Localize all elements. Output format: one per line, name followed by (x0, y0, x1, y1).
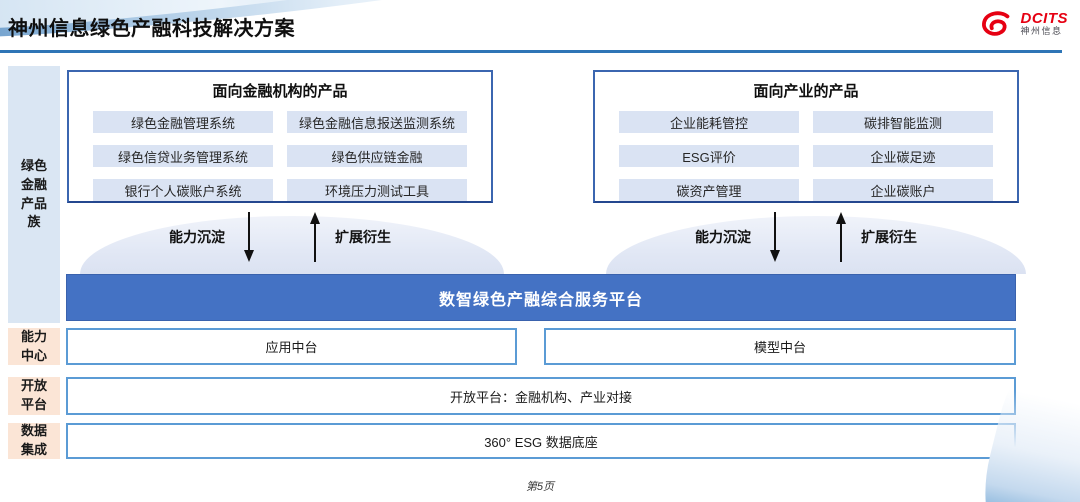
rail-label-text: 数据集成 (21, 423, 48, 457)
finance-products-grid: 绿色金融管理系统 绿色金融信息报送监测系统 绿色信贷业务管理系统 绿色供应链金融… (69, 101, 491, 201)
dcits-logo: DCITS 神州信息 (978, 9, 1069, 39)
product-item: 碳资产管理 (619, 179, 799, 201)
logo-brand-text: DCITS (1020, 10, 1068, 28)
model-center-cell: 模型中台 (544, 328, 1016, 365)
flow-group-right: 能力沉淀 扩展衍生 (593, 206, 1019, 268)
dcits-swirl-icon (981, 11, 1009, 36)
flow-group-left: 能力沉淀 扩展衍生 (67, 206, 493, 268)
page-number: 第5页 (525, 481, 555, 493)
down-arrow-icon (244, 212, 254, 262)
up-arrow-icon (310, 212, 320, 262)
flow-down-label: 能力沉淀 (169, 229, 225, 245)
app-center-cell: 应用中台 (66, 328, 517, 365)
product-item: 环境压力测试工具 (287, 179, 467, 201)
product-item: 银行个人碳账户系统 (93, 179, 273, 201)
rail-label-text: 能力中心 (21, 328, 48, 363)
title-divider (0, 50, 1062, 53)
product-item: 企业能耗管控 (619, 111, 799, 133)
down-arrow-icon (770, 212, 780, 262)
esg-data-base-cell: 360° ESG 数据底座 (66, 423, 1016, 459)
flow-down-label: 能力沉淀 (695, 229, 751, 245)
rail-label-capability-center: 能力中心 (8, 328, 60, 365)
product-item: 绿色信贷业务管理系统 (93, 145, 273, 167)
industry-products-title: 面向产业的产品 (753, 83, 859, 100)
product-item: 绿色供应链金融 (287, 145, 467, 167)
product-item: 绿色金融信息报送监测系统 (287, 111, 467, 133)
platform-title: 数智绿色产融综合服务平台 (438, 291, 643, 309)
platform-bar: 数智绿色产融综合服务平台 (66, 274, 1016, 321)
rail-label-open-platform: 开放平台 (8, 377, 60, 415)
finance-products-box: 面向金融机构的产品 绿色金融管理系统 绿色金融信息报送监测系统 绿色信贷业务管理… (67, 70, 493, 203)
page-title: 神州信息绿色产融科技解决方案 (8, 18, 295, 40)
product-item: 绿色金融管理系统 (93, 111, 273, 133)
product-item: 企业碳账户 (813, 179, 993, 201)
up-arrow-icon (836, 212, 846, 262)
rail-label-product-family: 绿色金融产品族 (8, 66, 60, 323)
industry-products-box: 面向产业的产品 企业能耗管控 碳排智能监测 ESG评价 企业碳足迹 碳资产管理 … (593, 70, 1019, 203)
industry-products-grid: 企业能耗管控 碳排智能监测 ESG评价 企业碳足迹 碳资产管理 企业碳账户 (595, 101, 1017, 201)
product-item: 碳排智能监测 (813, 111, 993, 133)
product-item: 企业碳足迹 (813, 145, 993, 167)
logo-brand-cn-text: 神州信息 (1020, 26, 1063, 37)
flow-up-label: 扩展衍生 (335, 229, 391, 245)
open-platform-cell: 开放平台：金融机构、产业对接 (66, 377, 1016, 415)
product-item: ESG评价 (619, 145, 799, 167)
rail-label-data-integration: 数据集成 (8, 423, 60, 459)
rail-label-text: 绿色金融产品族 (21, 157, 48, 230)
finance-products-title: 面向金融机构的产品 (212, 83, 348, 100)
flow-up-label: 扩展衍生 (861, 229, 917, 245)
rail-label-text: 开放平台 (21, 378, 48, 412)
